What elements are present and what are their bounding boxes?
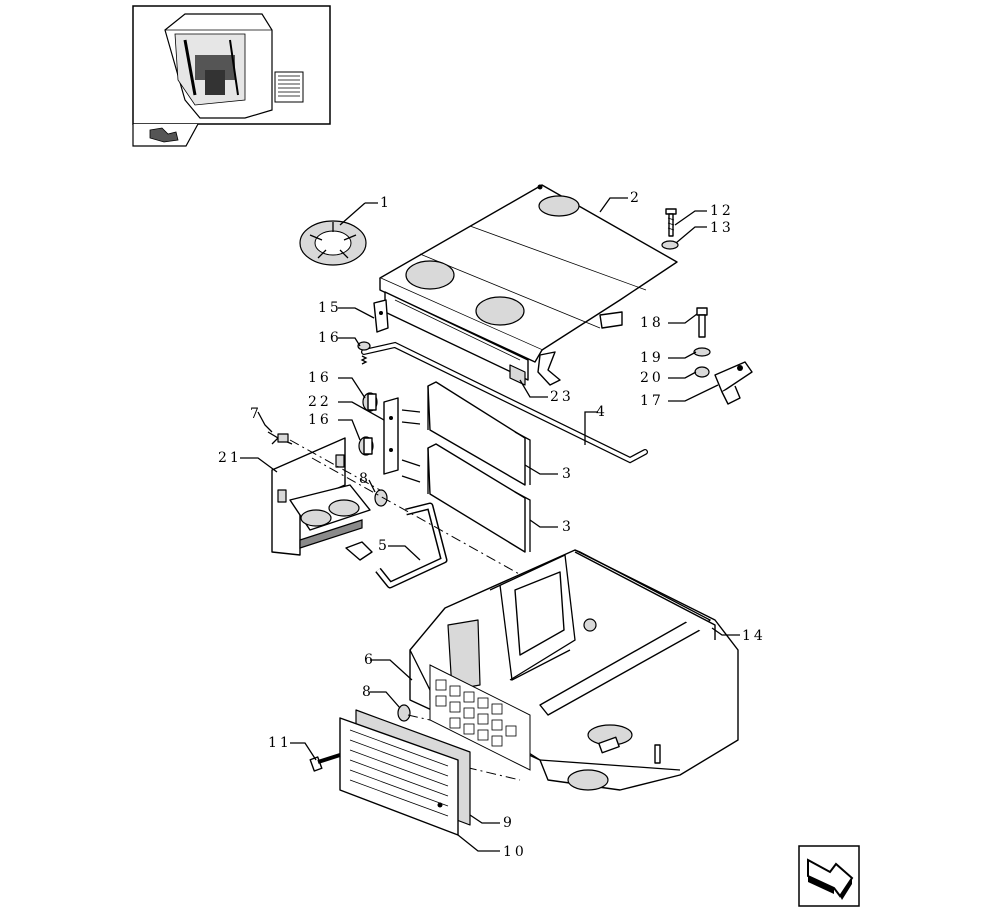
part-3-filter-panel-lower [401, 443, 531, 553]
callout-18: 18 [640, 315, 664, 331]
callout-11: 11 [268, 735, 292, 751]
callout-3b: 3 [562, 519, 574, 535]
callout-17: 17 [640, 393, 664, 409]
callout-8b: 8 [362, 684, 374, 700]
callout-4: 4 [596, 404, 608, 420]
part-20-nut [694, 366, 710, 378]
part-23-support-bar [384, 291, 561, 386]
callout-3a: 3 [562, 466, 574, 482]
part-18-bolt [696, 307, 708, 338]
part-12-screw [665, 208, 677, 237]
callout-16b: 16 [308, 370, 332, 386]
callout-14: 14 [742, 628, 766, 644]
part-17-latch [714, 361, 753, 405]
part-7-wing-screw [267, 431, 293, 445]
part-2-roof-panel [379, 184, 678, 363]
callout-15: 15 [318, 300, 342, 316]
part-8-bushing [374, 489, 411, 722]
leader-lines [240, 197, 740, 852]
part-1-vent-grille [299, 220, 367, 266]
callout-10: 10 [503, 844, 527, 860]
callout-1: 1 [380, 195, 392, 211]
callout-13: 13 [710, 220, 734, 236]
part-15-bracket [373, 299, 389, 333]
next-page-arrow-icon[interactable] [798, 845, 860, 907]
callout-7: 7 [250, 406, 262, 422]
callout-labels: 1 2 12 13 15 16 16 22 16 18 19 20 17 23 … [218, 190, 766, 860]
callout-23: 23 [550, 389, 574, 405]
callout-16a: 16 [318, 330, 342, 346]
cab-thumbnail-icon[interactable] [132, 5, 331, 125]
assembly-group-icon[interactable] [132, 123, 199, 147]
part-14-housing [409, 549, 739, 791]
callout-20: 20 [640, 370, 664, 386]
part-5-handle [345, 502, 448, 589]
part-4-rod [361, 341, 648, 464]
part-22-hinge-plate [383, 397, 399, 475]
part-19-washer [693, 347, 711, 357]
callout-22: 22 [308, 394, 332, 410]
callout-5: 5 [378, 538, 390, 554]
part-16-bushing [358, 392, 378, 456]
callout-8a: 8 [359, 471, 371, 487]
callout-9: 9 [503, 815, 515, 831]
part-13-washer [661, 240, 679, 250]
part-16-washer [357, 341, 371, 365]
callout-6: 6 [364, 652, 376, 668]
part-11-screw [309, 753, 341, 772]
callout-12: 12 [710, 203, 734, 219]
callout-21: 21 [218, 450, 242, 466]
callout-2: 2 [630, 190, 642, 206]
part-3-filter-panel [401, 381, 531, 486]
callout-16c: 16 [308, 412, 332, 428]
part-21-cup-holder-panel [271, 437, 371, 556]
callout-19: 19 [640, 350, 664, 366]
